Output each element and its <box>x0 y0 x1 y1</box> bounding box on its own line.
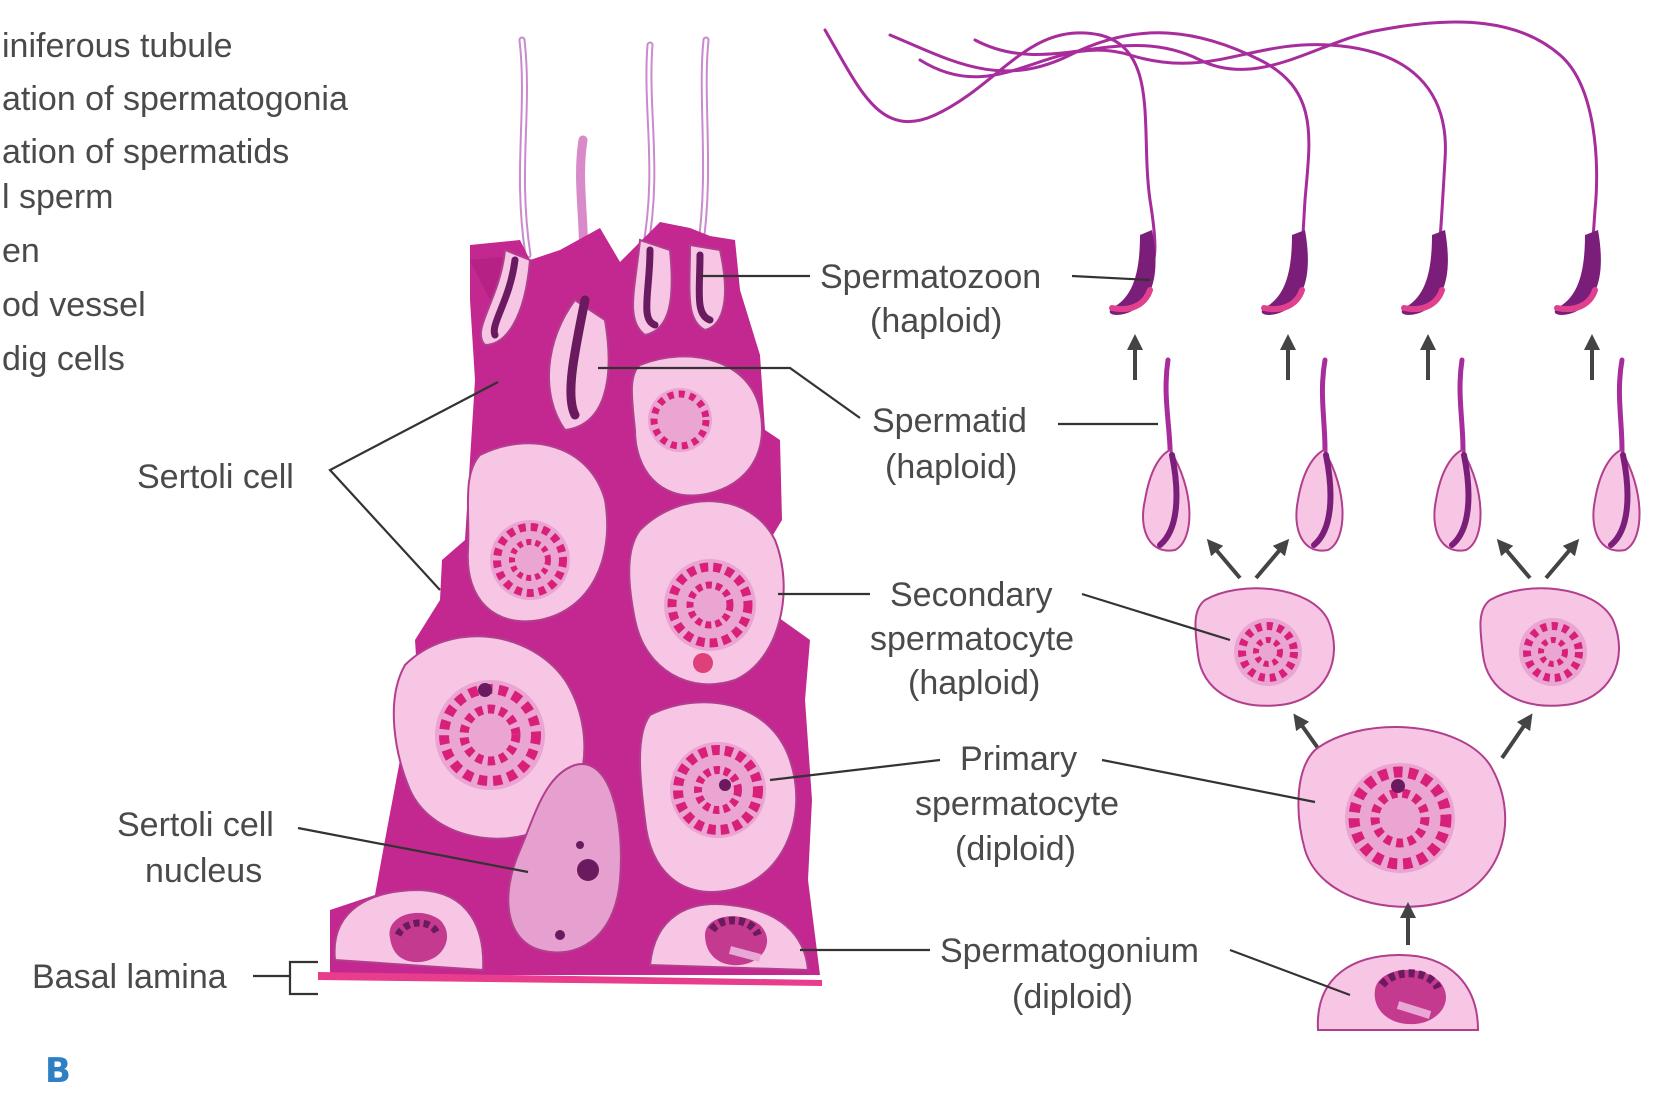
tissue-flagellum <box>643 43 654 252</box>
germ-cell <box>628 500 785 686</box>
leader-sertoli-nucleus <box>297 826 529 874</box>
spermatid-cell <box>1142 357 1191 552</box>
embedded-spermatid <box>688 243 726 332</box>
embedded-spermatid <box>548 295 610 432</box>
spermatid-cell <box>1433 357 1482 552</box>
label-primary-line3: (diploid) <box>955 830 1076 868</box>
leader-spermatogonium-right <box>1229 948 1351 997</box>
tissue-flagellum <box>698 38 708 252</box>
legend-item: ation of spermatids <box>2 133 289 171</box>
label-sertoli-nucleus-line2: nucleus <box>145 852 262 890</box>
spermatozoon-tail <box>888 31 1311 272</box>
label-primary-line1: Primary <box>960 740 1077 778</box>
germ-cell <box>630 355 763 497</box>
spermatozoon-head <box>1261 230 1308 315</box>
spermatozoon-tail <box>823 28 1157 272</box>
leader-primary-left <box>769 758 941 782</box>
spermatogonium-lineage-cell <box>1316 953 1480 1031</box>
label-secondary-line1: Secondary <box>890 576 1053 614</box>
label-spermatogonium-line1: Spermatogonium <box>940 932 1199 970</box>
spermatozoon-tail <box>918 43 1447 272</box>
legend-item: ation of spermatogonia <box>2 80 348 118</box>
leader-secondary-right <box>1081 592 1231 642</box>
leader-spermatozoon-right <box>1071 274 1151 282</box>
spermatid-cell <box>1295 357 1344 552</box>
lineage-sequence <box>823 20 1641 1031</box>
label-sertoli-nucleus-line1: Sertoli cell <box>117 806 274 844</box>
arrow-branch <box>1544 538 1580 580</box>
leader-primary-right <box>1101 758 1316 804</box>
label-spermatid-line2: (haploid) <box>885 448 1017 486</box>
label-secondary-line2: spermatocyte <box>870 620 1074 658</box>
embedded-spermatid <box>479 248 532 347</box>
leader-basal-bracket <box>288 960 318 996</box>
label-sertoli-cell: Sertoli cell <box>137 458 294 496</box>
primary-spermatocyte-cell <box>1297 726 1507 908</box>
arrow-branch <box>1254 538 1290 580</box>
labels: Sertoli cell Sertoli cell nucleus Basal … <box>32 258 1199 1091</box>
legend-item: l sperm <box>2 178 113 216</box>
label-spermatogonium-line2: (diploid) <box>1012 978 1133 1016</box>
arrow-branch <box>1500 713 1533 760</box>
legend: iniferous tubule ation of spermatogonia … <box>2 27 348 378</box>
spermatogonium-cell <box>333 888 485 972</box>
label-basal-lamina: Basal lamina <box>32 958 227 996</box>
label-secondary-line3: (haploid) <box>908 664 1040 702</box>
legend-item: dig cells <box>2 340 125 378</box>
secondary-spermatocyte-cell <box>1194 587 1335 707</box>
legend-item: iniferous tubule <box>2 27 233 65</box>
panel-letter: B <box>45 1051 71 1091</box>
sertoli-nucleus <box>507 762 622 954</box>
arrow-branch <box>1206 538 1242 580</box>
germ-cell <box>639 701 798 893</box>
legend-item: en <box>2 232 40 270</box>
spermatid-cell <box>1592 357 1641 552</box>
embedded-spermatid <box>632 238 673 337</box>
basal-lamina-band <box>318 972 822 986</box>
tissue-flagellum <box>520 38 530 257</box>
spermatozoon-head <box>1109 230 1156 315</box>
leader-spermatid-left <box>598 366 861 419</box>
seminiferous-epithelium <box>318 36 822 986</box>
spermatozoon-tail <box>973 20 1599 272</box>
leader-lines <box>253 274 1351 997</box>
legend-item: od vessel <box>2 286 146 324</box>
label-spermatid-line1: Spermatid <box>872 402 1027 440</box>
spermatozoon-head <box>1554 230 1601 315</box>
spermatozoon-head <box>1401 230 1448 315</box>
arrow-branch <box>1496 538 1532 580</box>
germ-cell <box>392 635 586 840</box>
spermatogonium-cell <box>648 903 810 972</box>
leader-sertoli-cell <box>328 381 499 591</box>
germ-cell <box>466 442 609 623</box>
secondary-spermatocyte-cell <box>1479 587 1620 707</box>
label-primary-line2: spermatocyte <box>915 785 1119 823</box>
label-spermatozoon-line2: (haploid) <box>870 302 1002 340</box>
label-spermatozoon-line1: Spermatozoon <box>820 258 1041 296</box>
